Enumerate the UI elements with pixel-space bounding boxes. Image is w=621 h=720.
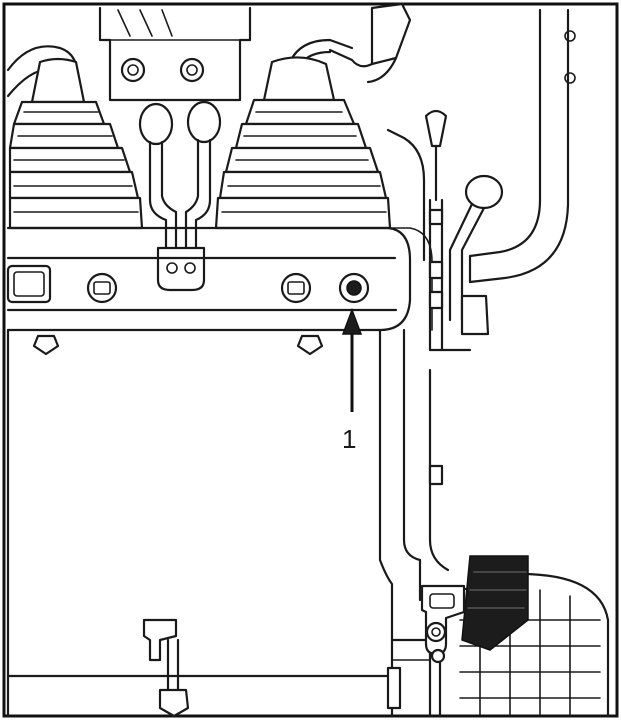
round-button-middle bbox=[280, 272, 312, 304]
left-joystick bbox=[6, 45, 144, 230]
lever-knob-left bbox=[138, 102, 174, 146]
bottom-lever bbox=[142, 618, 190, 718]
bolt-top-left bbox=[120, 57, 146, 83]
pedal-bracket bbox=[420, 584, 466, 656]
top-bracket bbox=[98, 6, 252, 102]
panel-bolt-left bbox=[32, 334, 60, 356]
right-joystick bbox=[214, 38, 392, 230]
foot-pedal bbox=[461, 555, 529, 651]
round-button-left bbox=[86, 272, 118, 304]
lever-knob-right bbox=[186, 100, 222, 144]
callout-arrowhead bbox=[341, 307, 363, 335]
rocker-switch bbox=[6, 264, 52, 304]
foot-pedal-area bbox=[386, 555, 610, 718]
small-lever-knob bbox=[424, 109, 448, 148]
center-levers bbox=[138, 100, 222, 292]
right-lever-assembly bbox=[424, 109, 504, 352]
bolt-top-right bbox=[179, 57, 205, 83]
lower-body bbox=[6, 328, 450, 718]
bottom-lever-knob bbox=[158, 688, 190, 718]
right-tube-frame bbox=[468, 8, 576, 284]
top-right-tube bbox=[328, 2, 412, 84]
panel-bolt-right bbox=[296, 334, 324, 356]
console-panel bbox=[6, 128, 433, 356]
callout-label: 1 bbox=[342, 424, 356, 454]
callout-1: 1 bbox=[341, 307, 363, 454]
